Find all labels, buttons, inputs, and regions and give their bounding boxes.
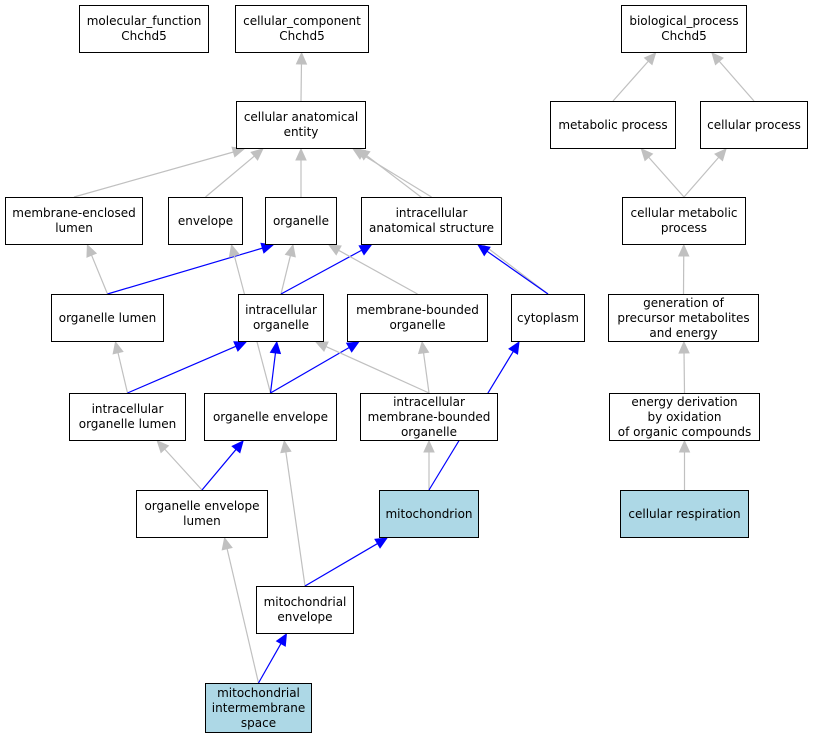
node-generation-of-precursor-metabolites[interactable]: generation of precursor metabolites and …	[608, 294, 759, 342]
node-cellular-metabolic-process[interactable]: cellular metabolic process	[622, 197, 746, 245]
edge-cytoplasm-to-intracellular_anatomical_structure	[486, 250, 549, 295]
node-mitochondrial-intermembrane-space[interactable]: mitochondrial intermembrane space	[205, 683, 312, 733]
node-molecular-function[interactable]: molecular_function Chchd5	[79, 5, 209, 53]
arrowhead-organelle_envelope-to-membrane_bounded_organelle	[345, 341, 360, 353]
edge-organelle_envelope_lumen-to-organelle_envelope	[201, 449, 237, 491]
node-mitochondrion[interactable]: mitochondrion	[379, 490, 479, 538]
node-intracellular-membrane-bounded-organelle[interactable]: intracellular membrane-bounded organelle	[360, 393, 498, 441]
arrowhead-mitochondrial_envelope-to-mitochondrion	[374, 537, 389, 549]
node-cytoplasm[interactable]: cytoplasm	[511, 294, 585, 342]
node-cellular-component[interactable]: cellular_component Chchd5	[235, 5, 369, 53]
edge-membrane_enclosed_lumen-to-cellular_anatomical_entity	[73, 151, 234, 198]
edge-cellular_process-to-biological_process	[718, 60, 755, 102]
node-cellular-process[interactable]: cellular process	[700, 101, 808, 149]
arrowhead-envelope-to-cellular_anatomical_entity	[250, 148, 264, 161]
edge-cellular_metabolic_process-to-cellular_process	[683, 156, 720, 198]
arrowhead-mitochondrion-to-cytoplasm	[508, 340, 520, 355]
arrowhead-cellular_metabolic_process-to-metabolic_process	[640, 148, 654, 162]
arrowhead-mitochondrial_intermembrane_space-to-mitochondrial_envelope	[275, 632, 287, 647]
node-intracellular-organelle[interactable]: intracellular organelle	[238, 294, 324, 342]
arrowhead-mitochondrial_envelope-to-organelle_envelope	[280, 439, 292, 454]
arrowhead-intracellular_organelle_lumen-to-organelle_lumen	[112, 340, 124, 355]
arrowhead-intracellular_organelle-to-intracellular_anatomical_structure	[358, 244, 373, 256]
node-intracellular-organelle-lumen[interactable]: intracellular organelle lumen	[69, 393, 186, 441]
edge-mitochondrial_envelope-to-mitochondrion	[304, 543, 378, 587]
arrowhead-organelle_envelope_lumen-to-organelle_envelope	[231, 440, 244, 454]
arrowhead-intracellular_membrane_bounded_organelle-to-membrane_bounded_organelle	[417, 340, 430, 355]
edge-intracellular_organelle_lumen-to-intracellular_organelle	[127, 345, 237, 394]
edge-intracellular_organelle_lumen-to-organelle_lumen	[117, 352, 129, 394]
edge-metabolic_process-to-biological_process	[612, 60, 649, 102]
edge-mitochondrial_intermembrane_space-to-organelle_envelope_lumen	[226, 548, 260, 684]
arrowhead-cellular_respiration-to-energy_derivation	[678, 439, 691, 453]
arrowhead-organelle_envelope_lumen-to-intracellular_organelle_lumen	[156, 440, 170, 454]
edge-organelle_lumen-to-organelle	[107, 247, 263, 295]
edge-intracellular_membrane_bounded_organelle-to-intracellular_organelle	[325, 345, 430, 394]
node-biological-process[interactable]: biological_process Chchd5	[621, 5, 747, 53]
arrowhead-organelle_lumen-to-membrane_enclosed_lumen	[86, 243, 98, 258]
edge-intracellular_organelle-to-organelle	[280, 255, 291, 295]
arrowhead-membrane_bounded_organelle-to-organelle	[327, 244, 342, 256]
edge-mitochondrial_envelope-to-organelle_envelope	[285, 451, 306, 587]
node-intracellular-anatomical-structure[interactable]: intracellular anatomical structure	[361, 197, 502, 245]
node-metabolic-process[interactable]: metabolic process	[550, 101, 676, 149]
arrowhead-mitochondrion-to-intracellular_membrane_bounded_organelle	[423, 439, 435, 453]
node-organelle-envelope-lumen[interactable]: organelle envelope lumen	[136, 490, 268, 538]
arrowhead-energy_derivation-to-generation_of_precursor_metabolites	[678, 340, 690, 354]
edge-cellular_metabolic_process-to-metabolic_process	[648, 156, 685, 198]
node-cellular-anatomical-entity[interactable]: cellular anatomical entity	[236, 101, 366, 149]
arrowhead-intracellular_organelle_lumen-to-intracellular_organelle	[233, 341, 248, 352]
node-cellular-respiration[interactable]: cellular respiration	[620, 490, 749, 538]
arrowhead-cytoplasm-to-cellular_anatomical_entity	[357, 148, 371, 161]
edge-organelle_envelope-to-membrane_bounded_organelle	[270, 346, 350, 394]
edge-organelle_envelope-to-intracellular_organelle	[269, 352, 277, 394]
node-organelle[interactable]: organelle	[265, 197, 337, 245]
arrowhead-cytoplasm-to-intracellular_anatomical_structure	[477, 244, 491, 257]
node-membrane-bounded-organelle[interactable]: membrane-bounded organelle	[347, 294, 488, 342]
node-organelle-lumen[interactable]: organelle lumen	[51, 294, 164, 342]
arrowhead-organelle-to-cellular_anatomical_entity	[295, 147, 307, 161]
arrowhead-intracellular_membrane_bounded_organelle-to-intracellular_organelle	[314, 341, 329, 352]
edge-intracellular_organelle-to-intracellular_anatomical_structure	[280, 249, 362, 295]
edge-mitochondrial_intermembrane_space-to-mitochondrial_envelope	[257, 643, 282, 684]
arrowhead-cellular_metabolic_process-to-cellular_process	[714, 148, 727, 162]
edge-membrane_bounded_organelle-to-organelle	[338, 249, 418, 295]
node-mitochondrial-envelope[interactable]: mitochondrial envelope	[256, 586, 354, 634]
node-organelle-envelope[interactable]: organelle envelope	[204, 393, 337, 441]
arrowhead-organelle_envelope-to-envelope	[228, 243, 241, 258]
node-membrane-enclosed-lumen[interactable]: membrane-enclosed lumen	[5, 197, 143, 245]
arrowhead-cellular_process-to-biological_process	[711, 52, 724, 66]
arrowhead-cellular_anatomical_entity-to-cellular_component	[295, 51, 308, 65]
edge-intracellular_membrane_bounded_organelle-to-membrane_bounded_organelle	[422, 352, 430, 394]
arrowhead-metabolic_process-to-biological_process	[643, 52, 657, 66]
arrowhead-mitochondrial_intermembrane_space-to-organelle_envelope_lumen	[221, 536, 233, 551]
edge-organelle_lumen-to-membrane_enclosed_lumen	[91, 254, 109, 295]
arrowhead-intracellular_organelle-to-organelle	[284, 243, 296, 258]
arrowhead-organelle_envelope-to-intracellular_organelle	[269, 340, 282, 355]
arrowhead-generation_of_precursor_metabolites-to-cellular_metabolic_process	[677, 243, 690, 257]
edge-envelope-to-cellular_anatomical_entity	[205, 155, 255, 198]
edge-organelle_envelope_lumen-to-intracellular_organelle_lumen	[164, 448, 203, 491]
node-energy-derivation[interactable]: energy derivation by oxidation of organi…	[609, 393, 760, 441]
node-envelope[interactable]: envelope	[168, 197, 243, 245]
